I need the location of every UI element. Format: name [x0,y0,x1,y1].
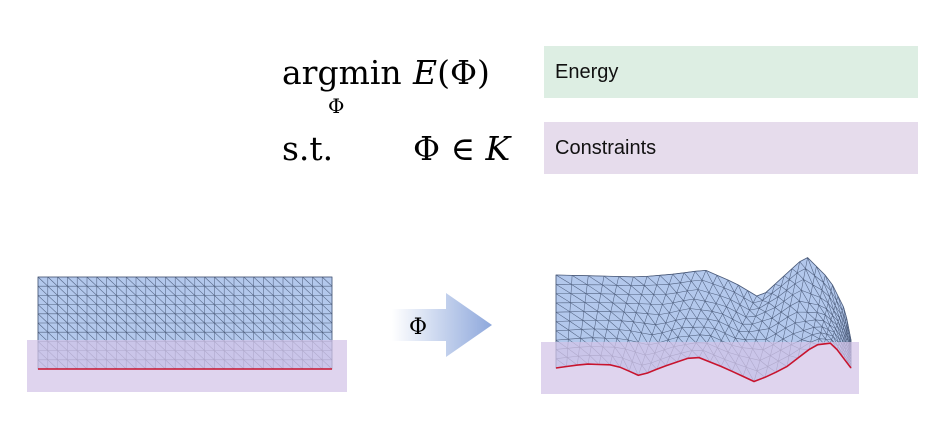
deformation-arrow: Φ [392,293,492,357]
energy-box: Energy [544,46,918,98]
left-constraint-region [27,340,347,392]
energy-term: E(Φ) [413,56,490,89]
right-constraint-region [541,342,859,394]
energy-label: Energy [555,60,619,83]
constraint-variable: Φ [413,129,441,168]
right-boundary-curve [555,342,852,383]
constraint-relation: ∈ [450,129,475,168]
subject-to-label: s.t. [282,129,334,168]
constraints-label: Constraints [555,136,657,159]
constraint-term: Φ ∈ K [413,132,510,165]
argmin-operator: argmin [282,53,402,92]
constraint-set: K [485,129,511,168]
undeformed-mesh-group [27,276,347,392]
energy-argument: (Φ) [437,53,490,92]
energy-function: E [413,53,438,92]
constraints-box: Constraints [544,122,918,174]
deformed-mesh-group [541,257,859,394]
arrow-phi-label: Φ [409,315,427,340]
arrow-shape [392,293,492,357]
argmin-subscript: Φ [328,94,345,118]
